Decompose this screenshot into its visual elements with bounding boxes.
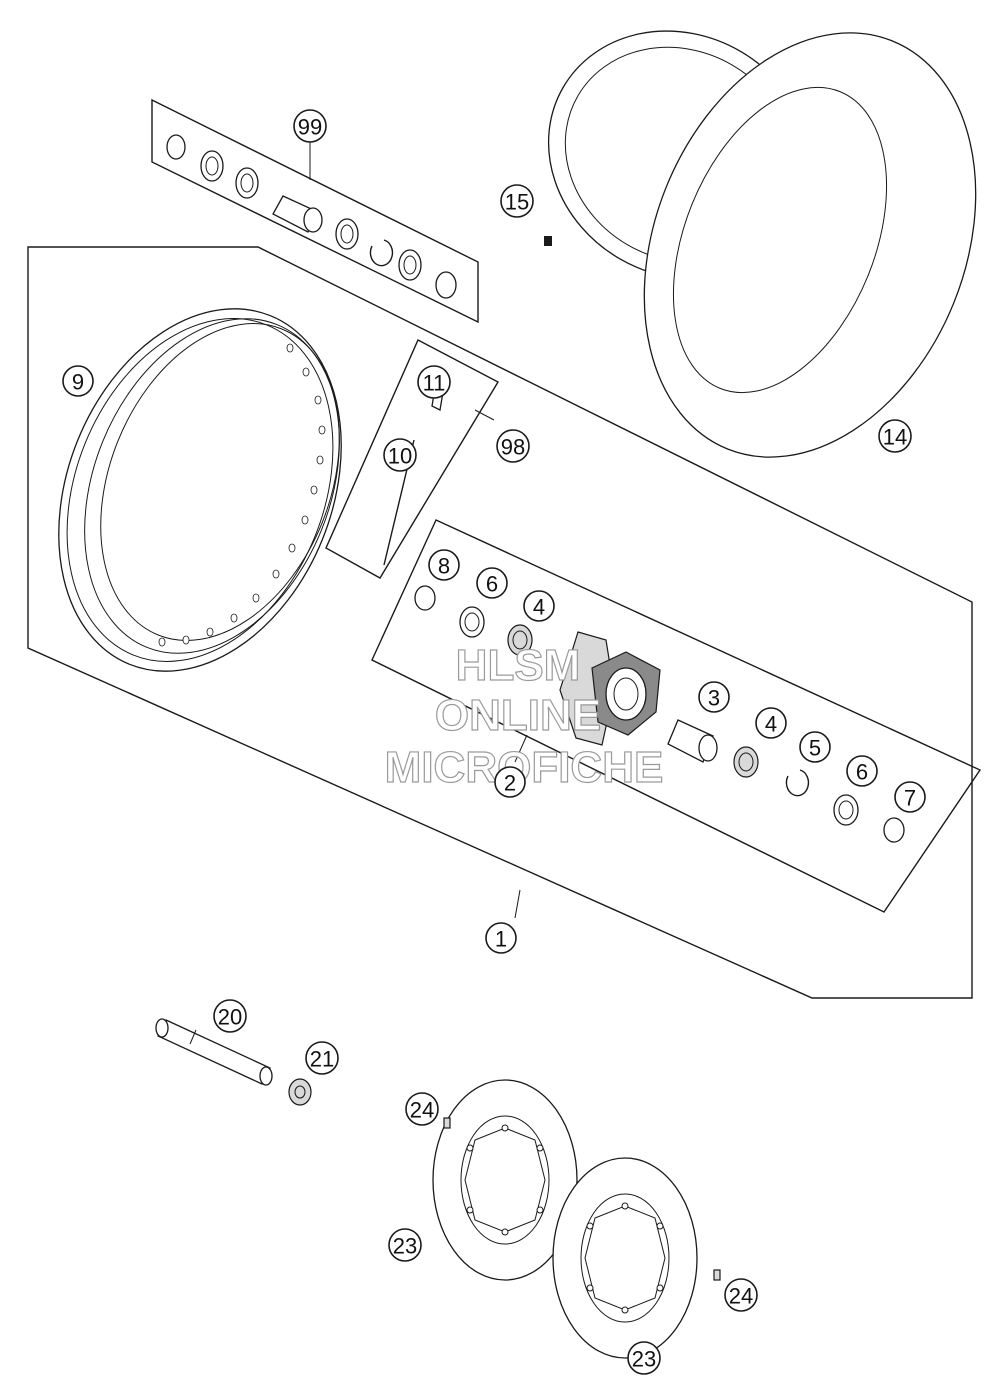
callout-circle (305, 1041, 339, 1075)
callout-98: 98 (496, 429, 530, 463)
callout-10: 10 (383, 438, 417, 472)
callout-label: 14 (883, 425, 907, 450)
axle-nut (288, 1078, 312, 1106)
callout-label: 8 (438, 554, 450, 579)
callout-circle (878, 419, 912, 453)
callout-6: 6 (846, 755, 878, 787)
kit-99-panel (151, 98, 479, 324)
callout-circle (846, 755, 878, 787)
callout-24: 24 (724, 1278, 758, 1312)
callout-20: 20 (213, 999, 247, 1033)
callout-label: 21 (310, 1047, 334, 1072)
callout-circle (213, 999, 247, 1033)
callout-label: 11 (423, 371, 446, 396)
watermark-line2: ONLINE (435, 691, 601, 740)
callout-label: 20 (218, 1005, 242, 1030)
callout-label: 1 (495, 927, 507, 952)
callout-label: 99 (298, 115, 322, 140)
tyre (643, 32, 977, 458)
callout-9: 9 (62, 365, 94, 397)
callout-label: 4 (765, 712, 777, 737)
axle (155, 1018, 273, 1086)
callout-99: 99 (293, 109, 327, 143)
callout-circle (698, 681, 730, 713)
callout-21: 21 (305, 1041, 339, 1075)
callout-24: 24 (405, 1092, 439, 1126)
callout-circle (62, 365, 94, 397)
callout-15: 15 (500, 184, 534, 218)
hub-panel (371, 519, 982, 913)
callout-5: 5 (799, 731, 831, 763)
callout-1: 1 (485, 922, 517, 954)
callout-label: 6 (856, 760, 868, 785)
callout-circle (523, 590, 555, 622)
callout-6: 6 (476, 567, 508, 599)
callout-23: 23 (627, 1341, 661, 1375)
disc-bolt-right (713, 1269, 721, 1281)
callout-circle (755, 707, 787, 739)
callout-label: 4 (533, 595, 545, 620)
callout-7: 7 (894, 781, 926, 813)
brake-disc-left (432, 1079, 578, 1281)
callout-label: 15 (505, 190, 529, 215)
callout-4: 4 (755, 707, 787, 739)
watermark-line1: HLSM (456, 641, 581, 690)
callout-label: 23 (393, 1234, 417, 1259)
callout-circle (494, 766, 526, 798)
callout-circle (476, 567, 508, 599)
callout-circle (417, 365, 451, 399)
callout-label: 6 (486, 572, 498, 597)
wheel-hub (559, 631, 661, 746)
callout-23: 23 (388, 1228, 422, 1262)
callout-label: 24 (729, 1284, 753, 1309)
callout-label: 24 (410, 1098, 434, 1123)
rim (58, 308, 342, 672)
callout-2: 2 (494, 766, 526, 798)
brake-disc-right (552, 1157, 698, 1359)
callout-circle (293, 109, 327, 143)
callout-3: 3 (698, 681, 730, 713)
callout-label: 98 (501, 435, 525, 460)
callout-label: 2 (504, 771, 516, 796)
callout-8: 8 (428, 549, 460, 581)
callout-circle (500, 184, 534, 218)
callout-circle (428, 549, 460, 581)
callout-circle (405, 1092, 439, 1126)
callout-label: 9 (72, 370, 84, 395)
callout-label: 23 (632, 1347, 656, 1372)
callout-circle (724, 1278, 758, 1312)
callout-circle (383, 438, 417, 472)
callout-circle (388, 1228, 422, 1262)
callout-circle (496, 429, 530, 463)
callout-14: 14 (878, 419, 912, 453)
callout-circle (627, 1341, 661, 1375)
callout-label: 3 (708, 686, 720, 711)
callout-11: 11 (417, 365, 451, 399)
wheel-assembly-panel (27, 246, 973, 999)
callout-label: 5 (809, 736, 821, 761)
callout-circle (799, 731, 831, 763)
callout-label: 7 (904, 786, 916, 811)
callout-circle (485, 922, 517, 954)
disc-bolt-left (443, 1117, 451, 1129)
callout-4: 4 (523, 590, 555, 622)
callout-circle (894, 781, 926, 813)
callout-label: 10 (388, 444, 412, 469)
